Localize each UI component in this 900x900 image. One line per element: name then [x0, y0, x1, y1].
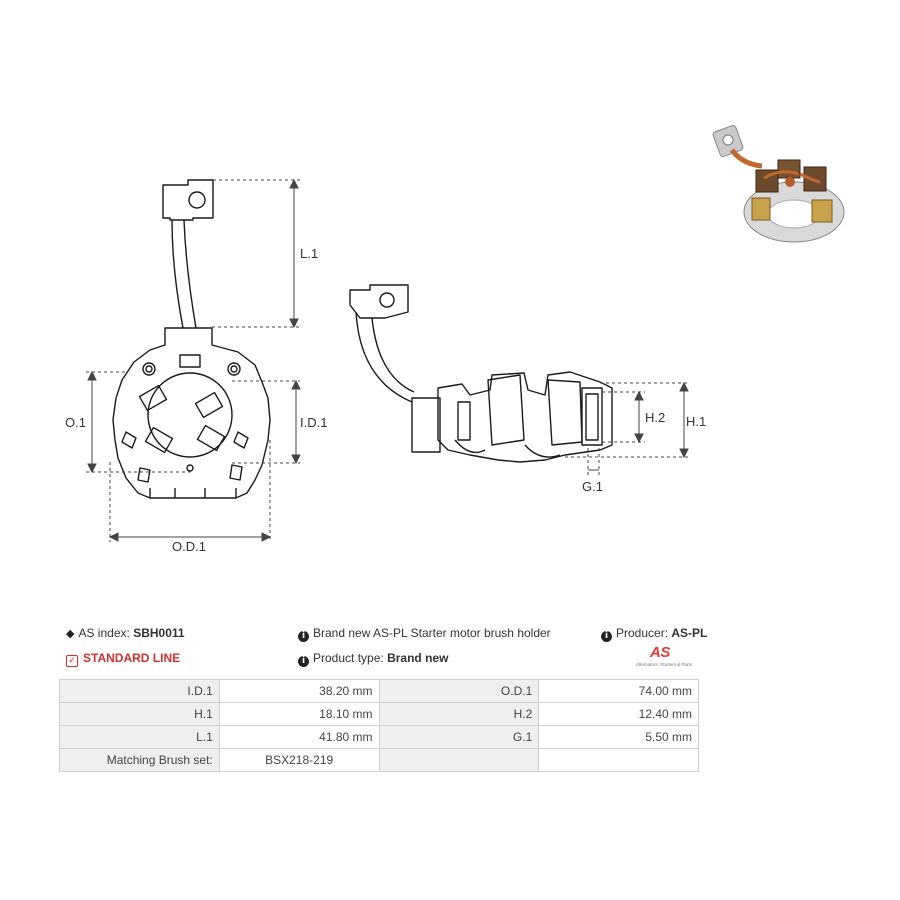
side-lead-wire: [355, 311, 415, 403]
info-icon: i: [298, 656, 309, 667]
producer-label: Producer:: [616, 626, 669, 640]
spec-value: 12.40 mm: [538, 702, 699, 726]
side-terminal: [349, 284, 409, 319]
spec-value: [538, 748, 699, 772]
spec-label: I.D.1: [59, 679, 220, 703]
spec-label: G.1: [378, 725, 540, 749]
producer-value: AS-PL: [671, 626, 708, 640]
standard-line-row: ✓ STANDARD LINE: [66, 651, 180, 667]
spec-label: O.D.1: [378, 679, 540, 703]
spec-label: Matching Brush set:: [59, 748, 220, 772]
as-index-value: SBH0011: [133, 626, 185, 640]
dimension-lines: [86, 178, 690, 542]
table-row: H.1 18.10 mm H.2 12.40 mm: [59, 702, 699, 726]
logo-mark: AS: [650, 644, 670, 661]
spec-value: 41.80 mm: [218, 725, 380, 749]
front-terminal: [162, 179, 214, 221]
dim-label-h2: H.2: [645, 410, 665, 425]
logo-tagline: Alternators, Starters & Parts: [636, 662, 693, 667]
description-row: i Brand new AS-PL Starter motor brush hol…: [298, 626, 551, 642]
dim-label-l1: L.1: [300, 246, 318, 261]
table-row: Matching Brush set: BSX218-219: [59, 748, 699, 772]
side-body: [411, 371, 613, 463]
spec-label: H.2: [378, 702, 540, 726]
spec-value: 38.20 mm: [218, 679, 380, 703]
technical-drawing: L.1 O.1 I.D.1 O.D.1 H.1 H.2 G.1: [65, 178, 706, 554]
spec-label: L.1: [59, 725, 220, 749]
as-index-row: ◆AS index: SBH0011: [66, 626, 185, 640]
spec-value: 74.00 mm: [538, 679, 699, 703]
front-body: [112, 327, 271, 499]
spec-value: 18.10 mm: [218, 702, 380, 726]
standard-line-label: STANDARD LINE: [83, 651, 181, 665]
producer-row: i Producer: AS-PL: [601, 626, 707, 642]
tag-icon: ◆: [66, 627, 75, 640]
product-type-row: i Product type: Brand new: [298, 651, 448, 667]
description-text: Brand new AS-PL Starter motor brush hold…: [313, 626, 551, 640]
dim-label-od1: O.D.1: [172, 539, 206, 554]
info-icon: i: [298, 631, 309, 642]
as-index-label: AS index:: [78, 626, 130, 640]
checkbox-icon: ✓: [66, 655, 78, 667]
product-type-label: Product type:: [313, 651, 384, 665]
spec-value: 5.50 mm: [538, 725, 699, 749]
product-photo: [712, 125, 845, 243]
as-pl-logo: AS Alternators, Starters & Parts: [636, 644, 700, 672]
product-type-value: Brand new: [387, 651, 449, 665]
info-icon: i: [601, 631, 612, 642]
table-row: L.1 41.80 mm G.1 5.50 mm: [59, 725, 699, 749]
spec-label: [378, 748, 540, 772]
spec-label: H.1: [59, 702, 220, 726]
dim-label-id1: I.D.1: [300, 415, 327, 430]
dim-label-o1: O.1: [65, 415, 86, 430]
dim-label-g1: G.1: [582, 479, 603, 494]
table-row: I.D.1 38.20 mm O.D.1 74.00 mm: [59, 679, 699, 703]
spec-value: BSX218-219: [218, 748, 380, 772]
specs-table: I.D.1 38.20 mm O.D.1 74.00 mm H.1 18.10 …: [59, 679, 699, 772]
front-lead-wire: [171, 219, 197, 329]
dim-label-h1: H.1: [686, 414, 706, 429]
